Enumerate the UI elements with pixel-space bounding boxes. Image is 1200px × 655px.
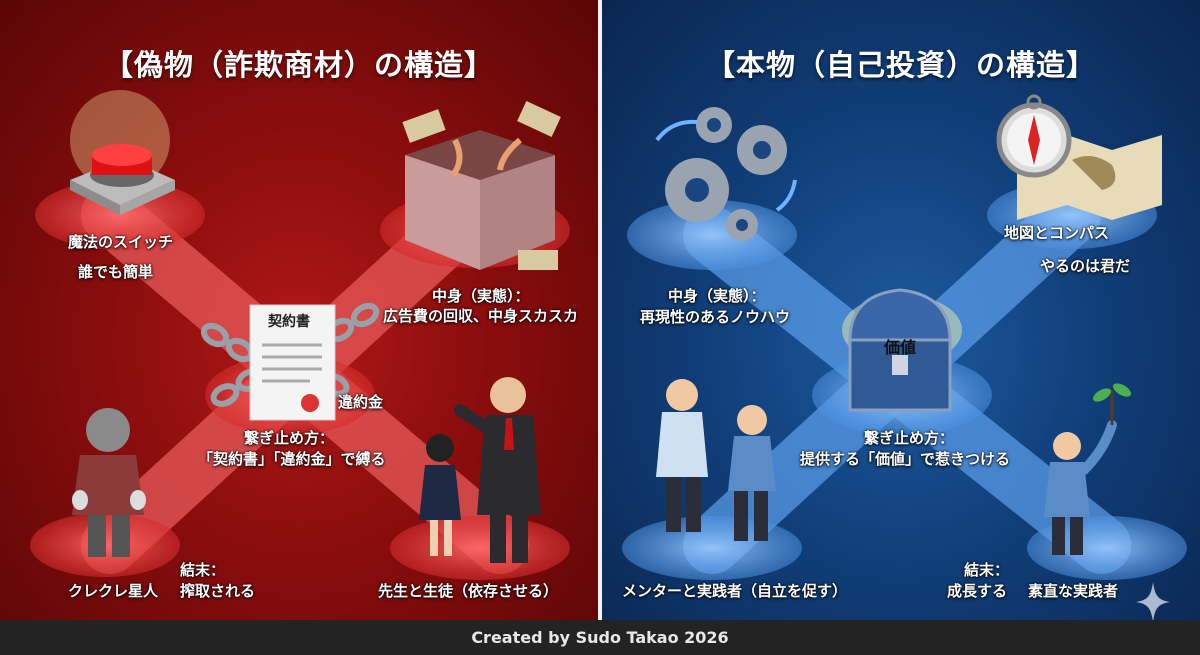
right-binding-value: 提供する「価値」で惹きつける: [800, 450, 1011, 468]
map-compass-icon: [996, 94, 1162, 220]
right-content-label: 中身（実態）：: [668, 287, 766, 305]
magic-switch-label: 魔法のスイッチ: [68, 233, 174, 251]
left-result-label: 結末：: [180, 561, 226, 579]
right-content-value: 再現性のあるノウハウ: [640, 308, 791, 326]
teacher-student-icon: [419, 377, 541, 563]
treasure-chest-icon: [842, 288, 962, 412]
footer-credit: Created by Sudo Takao 2026: [0, 620, 1200, 655]
left-content-label: 中身（実態）：: [432, 287, 530, 305]
platform-bottom-left: [622, 516, 802, 580]
sad-man-icon: [72, 408, 146, 557]
left-title: 【偽物（詐欺商材）の構造】: [103, 48, 494, 82]
real-structure-panel: 【本物（自己投資）の構造】 中身（実態）： 再現性のあるノウハウ 地図とコンパス…: [602, 0, 1200, 620]
left-binding-label: 繋ぎ止め方：: [244, 429, 335, 447]
panel-divider: [598, 0, 602, 620]
right-result-label: 結末：: [964, 561, 1010, 579]
gears-icon: [655, 107, 797, 241]
fake-structure-panel: 【偽物（詐欺商材）の構造】 魔法のスイッチ 誰でも簡単 中身（実態）： 広告費の…: [0, 0, 598, 620]
left-result-value: 搾取される: [180, 582, 256, 600]
right-binding-label: 繋ぎ止め方：: [864, 429, 955, 447]
right-result-value: 成長する: [947, 582, 1008, 600]
map-compass-label: 地図とコンパス: [1004, 224, 1110, 242]
sparkle-icon: [1136, 582, 1170, 622]
left-content-value: 広告費の回収、中身スカスカ: [383, 307, 579, 325]
plant-person-icon: [1044, 383, 1132, 555]
platform-bottom-right: [390, 516, 570, 580]
right-illustration: [622, 94, 1187, 580]
contract-icon: [249, 304, 336, 421]
left-illustration: [30, 90, 570, 580]
value-chest-label: 価値: [884, 338, 917, 357]
easy-for-anyone-label: 誰でも簡単: [78, 263, 154, 281]
penalty-label: 違約金: [338, 393, 384, 411]
contract-doc-label: 契約書: [268, 314, 310, 330]
right-title: 【本物（自己投資）の構造】: [705, 48, 1096, 82]
its-your-turn-label: やるのは君だ: [1040, 257, 1131, 275]
empty-box-icon: [402, 101, 561, 270]
mentor-practitioner-icon: [656, 379, 776, 541]
magic-button-icon: [70, 90, 175, 215]
platform-bottom-right: [1027, 516, 1187, 580]
mentor-practitioner-label: メンターと実践者（自立を促す）: [622, 582, 848, 600]
beggar-label: クレクレ星人: [68, 582, 159, 600]
left-binding-value: 「契約書」「違約金」で縛る: [198, 450, 386, 468]
teacher-student-label: 先生と生徒（依存させる）: [378, 582, 559, 600]
honest-practitioner-label: 素直な実践者: [1028, 582, 1119, 600]
